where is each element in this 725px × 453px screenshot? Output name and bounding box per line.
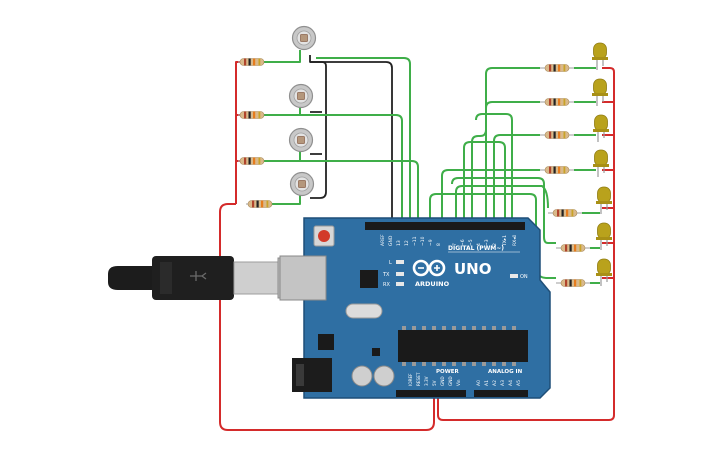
digital-header[interactable] — [365, 222, 525, 230]
photoresistor-icon[interactable] — [289, 171, 315, 197]
resistor-ldr-3[interactable] — [238, 157, 265, 165]
atmega-chip — [398, 330, 528, 362]
reset-button-icon[interactable] — [313, 225, 335, 247]
l-led-label: L — [389, 260, 392, 266]
resistor-ldr-4[interactable] — [246, 200, 273, 208]
tx-led-label: TX — [382, 272, 390, 278]
svg-text:7: 7 — [452, 243, 458, 246]
svg-text:12: 12 — [404, 240, 410, 246]
usb-controller-chip — [360, 270, 378, 288]
svg-text:Vin: Vin — [456, 379, 461, 386]
usb-jack — [279, 255, 327, 301]
svg-text:~5: ~5 — [468, 239, 474, 246]
svg-text:3.3V: 3.3V — [424, 376, 429, 386]
svg-text:GND: GND — [388, 235, 394, 246]
on-led-label: ON — [520, 274, 528, 280]
arduino-infinity-logo-icon — [412, 259, 446, 277]
photoresistor-icon[interactable] — [291, 25, 317, 51]
svg-text:~6: ~6 — [460, 239, 466, 246]
svg-text:13: 13 — [396, 240, 402, 246]
analog-label: ANALOG IN — [488, 369, 523, 375]
resistor-led-5[interactable] — [548, 209, 582, 217]
led-icon[interactable] — [595, 258, 613, 287]
arduino-uno-board[interactable]: L TX RX ON UNO ARDUINO DIGITAL (PWM~) PO… — [279, 217, 551, 399]
svg-text:TX▸1: TX▸1 — [502, 235, 508, 247]
resistor-led-3[interactable] — [540, 131, 574, 139]
digital-label: DIGITAL (PWM~) — [448, 245, 504, 252]
resistor-led-6[interactable] — [556, 244, 590, 252]
rx-led-label: RX — [383, 282, 390, 288]
svg-text:~9: ~9 — [428, 239, 434, 246]
led-icon[interactable] — [595, 186, 613, 215]
black-wires[interactable] — [309, 55, 393, 222]
svg-text:4: 4 — [476, 243, 482, 246]
svg-text:AREF: AREF — [380, 234, 386, 246]
svg-text:5V: 5V — [432, 380, 437, 386]
svg-text:A5: A5 — [516, 380, 522, 386]
svg-text:~11: ~11 — [412, 236, 418, 246]
resistor-led-1[interactable] — [540, 64, 574, 72]
svg-text:A3: A3 — [500, 380, 506, 386]
led-icon[interactable] — [591, 42, 609, 71]
led-icon[interactable] — [592, 114, 610, 143]
resistor-led-4[interactable] — [540, 166, 574, 174]
crystal — [345, 303, 383, 319]
svg-text:RX◂0: RX◂0 — [512, 235, 518, 246]
resistor-led-7[interactable] — [556, 279, 590, 287]
capacitor — [373, 365, 395, 387]
svg-text:IOREF: IOREF — [408, 373, 413, 386]
photoresistor-icon[interactable] — [288, 83, 314, 109]
svg-text:RESET: RESET — [416, 372, 421, 386]
led-icon[interactable] — [595, 222, 613, 251]
svg-text:A1: A1 — [484, 380, 490, 386]
capacitor — [351, 365, 373, 387]
svg-text:~10: ~10 — [420, 236, 426, 246]
svg-text:GND: GND — [448, 376, 453, 386]
photoresistor-icon[interactable] — [288, 127, 314, 153]
svg-text:~3: ~3 — [484, 239, 490, 246]
regulator — [318, 334, 334, 350]
svg-text:GND: GND — [440, 376, 445, 386]
analog-pin-labels: A0 A1 A2 A3 A4 A5 — [476, 380, 522, 386]
power-label: POWER — [436, 369, 460, 375]
board-brand: ARDUINO — [415, 280, 450, 288]
resistor-ldr-1[interactable] — [238, 58, 265, 66]
resistor-led-2[interactable] — [540, 98, 574, 106]
top-pin-labels: AREF GND 13 12 ~11 ~10 ~9 8 7 ~6 ~5 4 ~3… — [380, 234, 518, 247]
board-model: UNO — [454, 260, 492, 278]
power-header[interactable] — [396, 390, 466, 397]
resistor-ldr-2[interactable] — [238, 111, 265, 119]
red-wires[interactable] — [219, 61, 615, 431]
svg-text:8: 8 — [436, 243, 442, 246]
svg-text:2: 2 — [492, 243, 498, 246]
svg-text:A2: A2 — [492, 380, 498, 386]
led-icon[interactable] — [592, 149, 610, 178]
analog-header[interactable] — [474, 390, 528, 397]
svg-text:A4: A4 — [508, 380, 514, 386]
power-pin-labels: IOREF RESET 3.3V 5V GND GND Vin — [408, 372, 461, 386]
svg-text:A0: A0 — [476, 380, 482, 386]
green-wires[interactable] — [262, 50, 556, 279]
